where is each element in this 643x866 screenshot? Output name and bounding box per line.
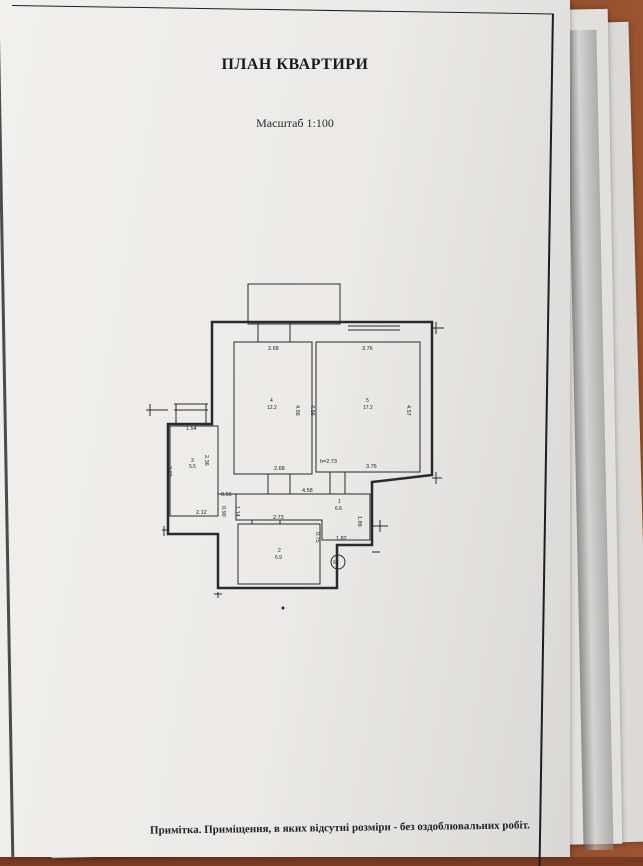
room2-number: 2 (278, 548, 281, 554)
dim-room5-bottom: 3.76 (366, 464, 377, 470)
dim-hall-right: 1.89 (356, 516, 362, 527)
dim-hall-small1: 0.56 (221, 492, 232, 498)
dim-bath-top: 2.73 (273, 515, 284, 521)
room4-number: 4 (270, 398, 273, 404)
stamp-number: 62 (333, 560, 339, 566)
room1-area: 6.6 (335, 506, 342, 512)
room3-number: 3 (191, 458, 194, 464)
room5-area: 17.2 (363, 405, 373, 411)
dim-hall-top: 4.58 (302, 488, 313, 494)
dim-room3-bottom: 2.12 (196, 510, 207, 516)
dim-room3-left: 3.22 (166, 466, 172, 477)
room5-number: 5 (366, 398, 369, 404)
dim-hall-small3: 1.14 (234, 506, 240, 517)
dim-room4-right: 4.56 (294, 405, 300, 416)
dim-room5-top: 3.76 (362, 346, 373, 352)
dim-hall-small2: 0.90 (220, 506, 226, 517)
dim-room4-bottom: 2.68 (274, 466, 285, 472)
room4-area: 12.2 (267, 405, 277, 411)
page-title: ПЛАН КВАРТИРИ (221, 56, 369, 73)
room-4 (233, 341, 313, 475)
paper-sheet: ПЛАН КВАРТИРИ Масштаб 1:100 (0, 0, 570, 866)
stamp-circle (330, 554, 346, 570)
ceiling-height: h=2.73 (320, 459, 337, 465)
balcony (247, 283, 341, 325)
dim-room3-top: 1.54 (186, 426, 197, 432)
room-5 (315, 341, 421, 473)
dim-room5-right: 4.57 (405, 405, 411, 416)
room1-number: 1 (338, 499, 341, 505)
dim-hall-small4: 0.75 (314, 532, 320, 543)
dim-room4-top: 2.68 (268, 346, 279, 352)
outer-wall (166, 320, 434, 590)
dim-hall-bottom: 1.82 (336, 536, 347, 542)
floor-plan: 2.68 3.76 4.56 4.56 4.57 2.68 3.76 h=2.7… (146, 283, 444, 610)
room3-area: 5.5 (189, 464, 196, 470)
dim-room5-left: 4.56 (309, 405, 315, 416)
room-1 (235, 493, 371, 541)
room2-area: 6.9 (275, 555, 282, 561)
dim-room3-right: 2.36 (203, 455, 209, 466)
room-2 (237, 523, 321, 585)
room-3 (169, 425, 219, 517)
scale-label: Масштаб 1:100 (256, 116, 334, 130)
